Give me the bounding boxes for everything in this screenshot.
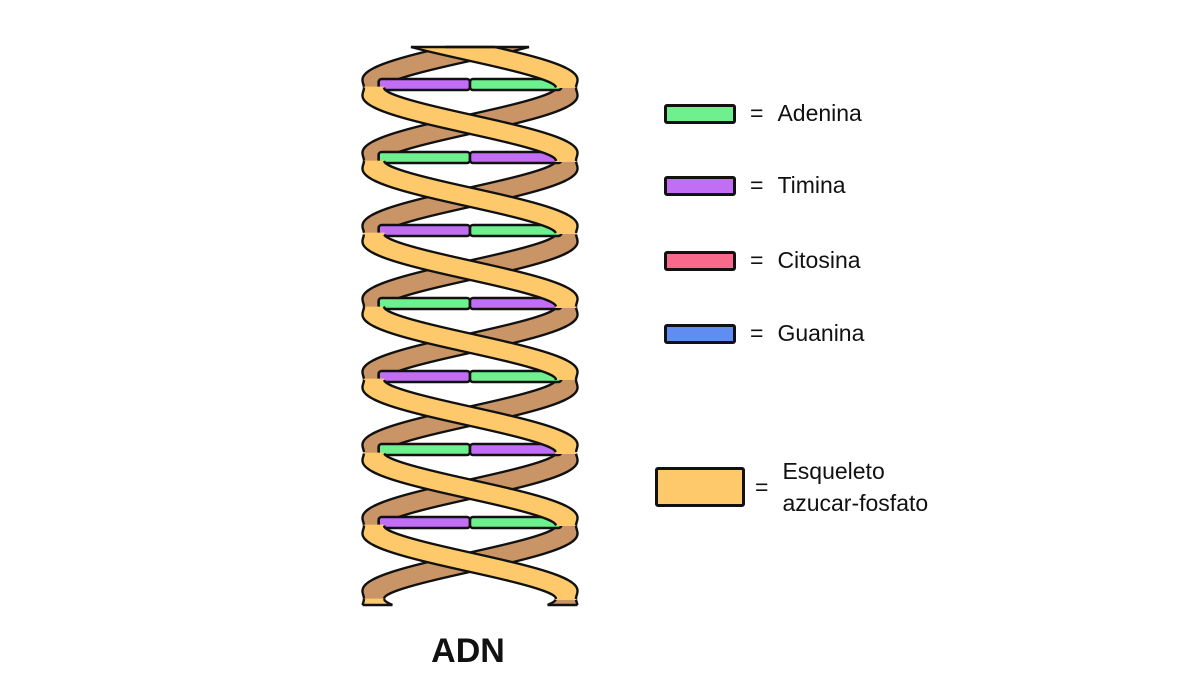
equals-sign: = <box>750 100 764 126</box>
backbone-front-outline <box>382 45 579 607</box>
backbone-front-outline <box>382 87 579 600</box>
backbone-front-segment <box>554 304 577 309</box>
dna-double-helix <box>361 45 579 607</box>
equals-sign: = <box>750 320 764 346</box>
thymine-label: Timina <box>777 172 846 198</box>
adenine-label: Adenina <box>777 100 862 126</box>
cytosine-swatch <box>664 250 736 271</box>
legend-item-thymine: = Timina <box>664 172 846 199</box>
diagram-title: ADN <box>431 632 505 670</box>
legend-item-guanine: = Guanina <box>664 320 864 347</box>
base-pair-bar <box>377 296 472 311</box>
backbone-swatch <box>655 467 745 507</box>
thymine-swatch <box>664 175 736 196</box>
base-pair-bar <box>377 515 472 530</box>
guanine-swatch <box>664 323 736 344</box>
base-pair-bar <box>377 442 472 457</box>
backbone-front-segment <box>553 376 577 381</box>
base-pair-bar <box>377 150 472 165</box>
backbone-front-outline <box>361 87 558 600</box>
backbone-front-segment <box>553 522 577 527</box>
base-pair-bar <box>377 369 472 384</box>
backbone-label-line2: azucar-fosfato <box>782 490 929 516</box>
base-pair-bar <box>377 77 472 92</box>
adenine-swatch <box>664 103 736 124</box>
legend-item-backbone: = Esqueleto azucar-fosfato <box>655 455 928 519</box>
backbone-front-segment <box>553 84 577 88</box>
backbone-front-segment <box>554 596 577 600</box>
backbone-front-outline <box>361 45 558 606</box>
equals-sign: = <box>750 247 764 273</box>
backbone-label-line1: Esqueleto <box>782 458 885 484</box>
equals-sign: = <box>750 172 764 198</box>
backbone-front-segment <box>553 230 577 235</box>
base-pair-bar <box>377 223 472 238</box>
equals-sign: = <box>755 473 769 500</box>
backbone-label: Esqueleto azucar-fosfato <box>782 455 928 519</box>
cytosine-label: Citosina <box>777 247 861 273</box>
legend-item-cytosine: = Citosina <box>664 247 861 274</box>
backbone-front-segment <box>554 450 577 455</box>
backbone-front-segment <box>554 158 577 163</box>
guanine-label: Guanina <box>777 320 865 346</box>
legend-item-adenine: = Adenina <box>664 100 862 127</box>
